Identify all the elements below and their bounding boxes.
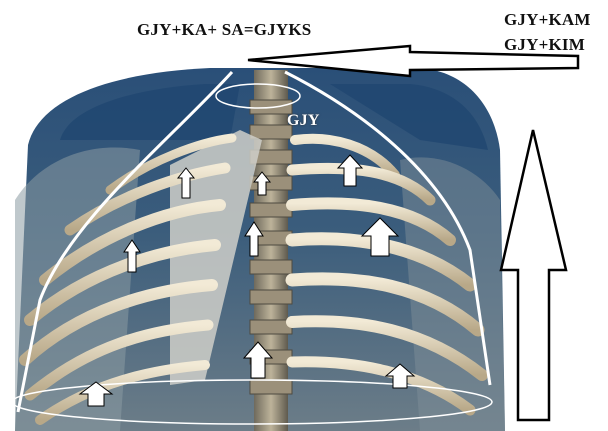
formula-label: GJY+KA+ SA=GJYKS xyxy=(137,20,311,40)
top-right-label-2: GJY+KIM xyxy=(504,35,585,55)
up-arrow-icon xyxy=(501,130,566,420)
top-right-label-1: GJY+KAM xyxy=(504,10,591,30)
center-label: GJY xyxy=(287,112,320,130)
